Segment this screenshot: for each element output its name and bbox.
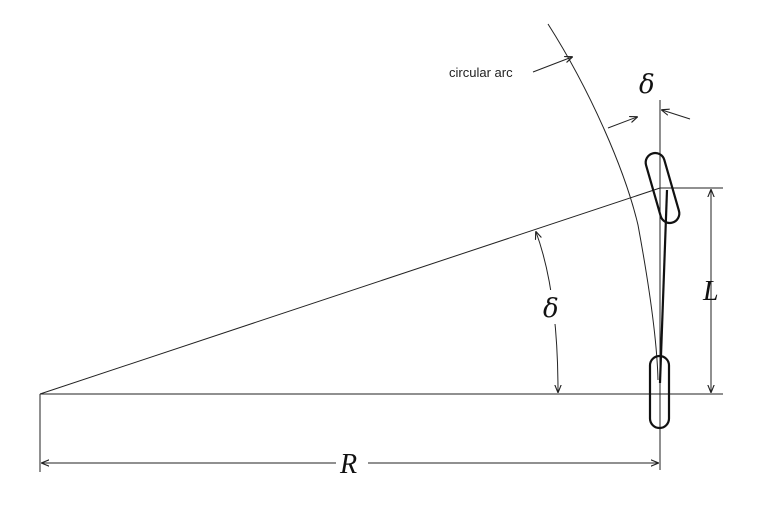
radius-label: R bbox=[339, 449, 357, 480]
wheelbase-label: L bbox=[702, 276, 719, 307]
circular-arc bbox=[547, 23, 659, 381]
arc-label-leader bbox=[532, 57, 572, 73]
steer-angle-arrow-right bbox=[662, 110, 691, 120]
rear-wheel bbox=[648, 354, 671, 430]
front-wheel bbox=[644, 151, 681, 225]
front-radius-line bbox=[39, 187, 661, 395]
center-angle-label-bg bbox=[540, 290, 570, 324]
steer-angle-arrow-left bbox=[607, 117, 637, 129]
arc-label: circular arc bbox=[449, 65, 513, 80]
steer-angle-label-top: δ bbox=[639, 70, 655, 100]
steer-angle-label-center: δ bbox=[543, 294, 559, 324]
